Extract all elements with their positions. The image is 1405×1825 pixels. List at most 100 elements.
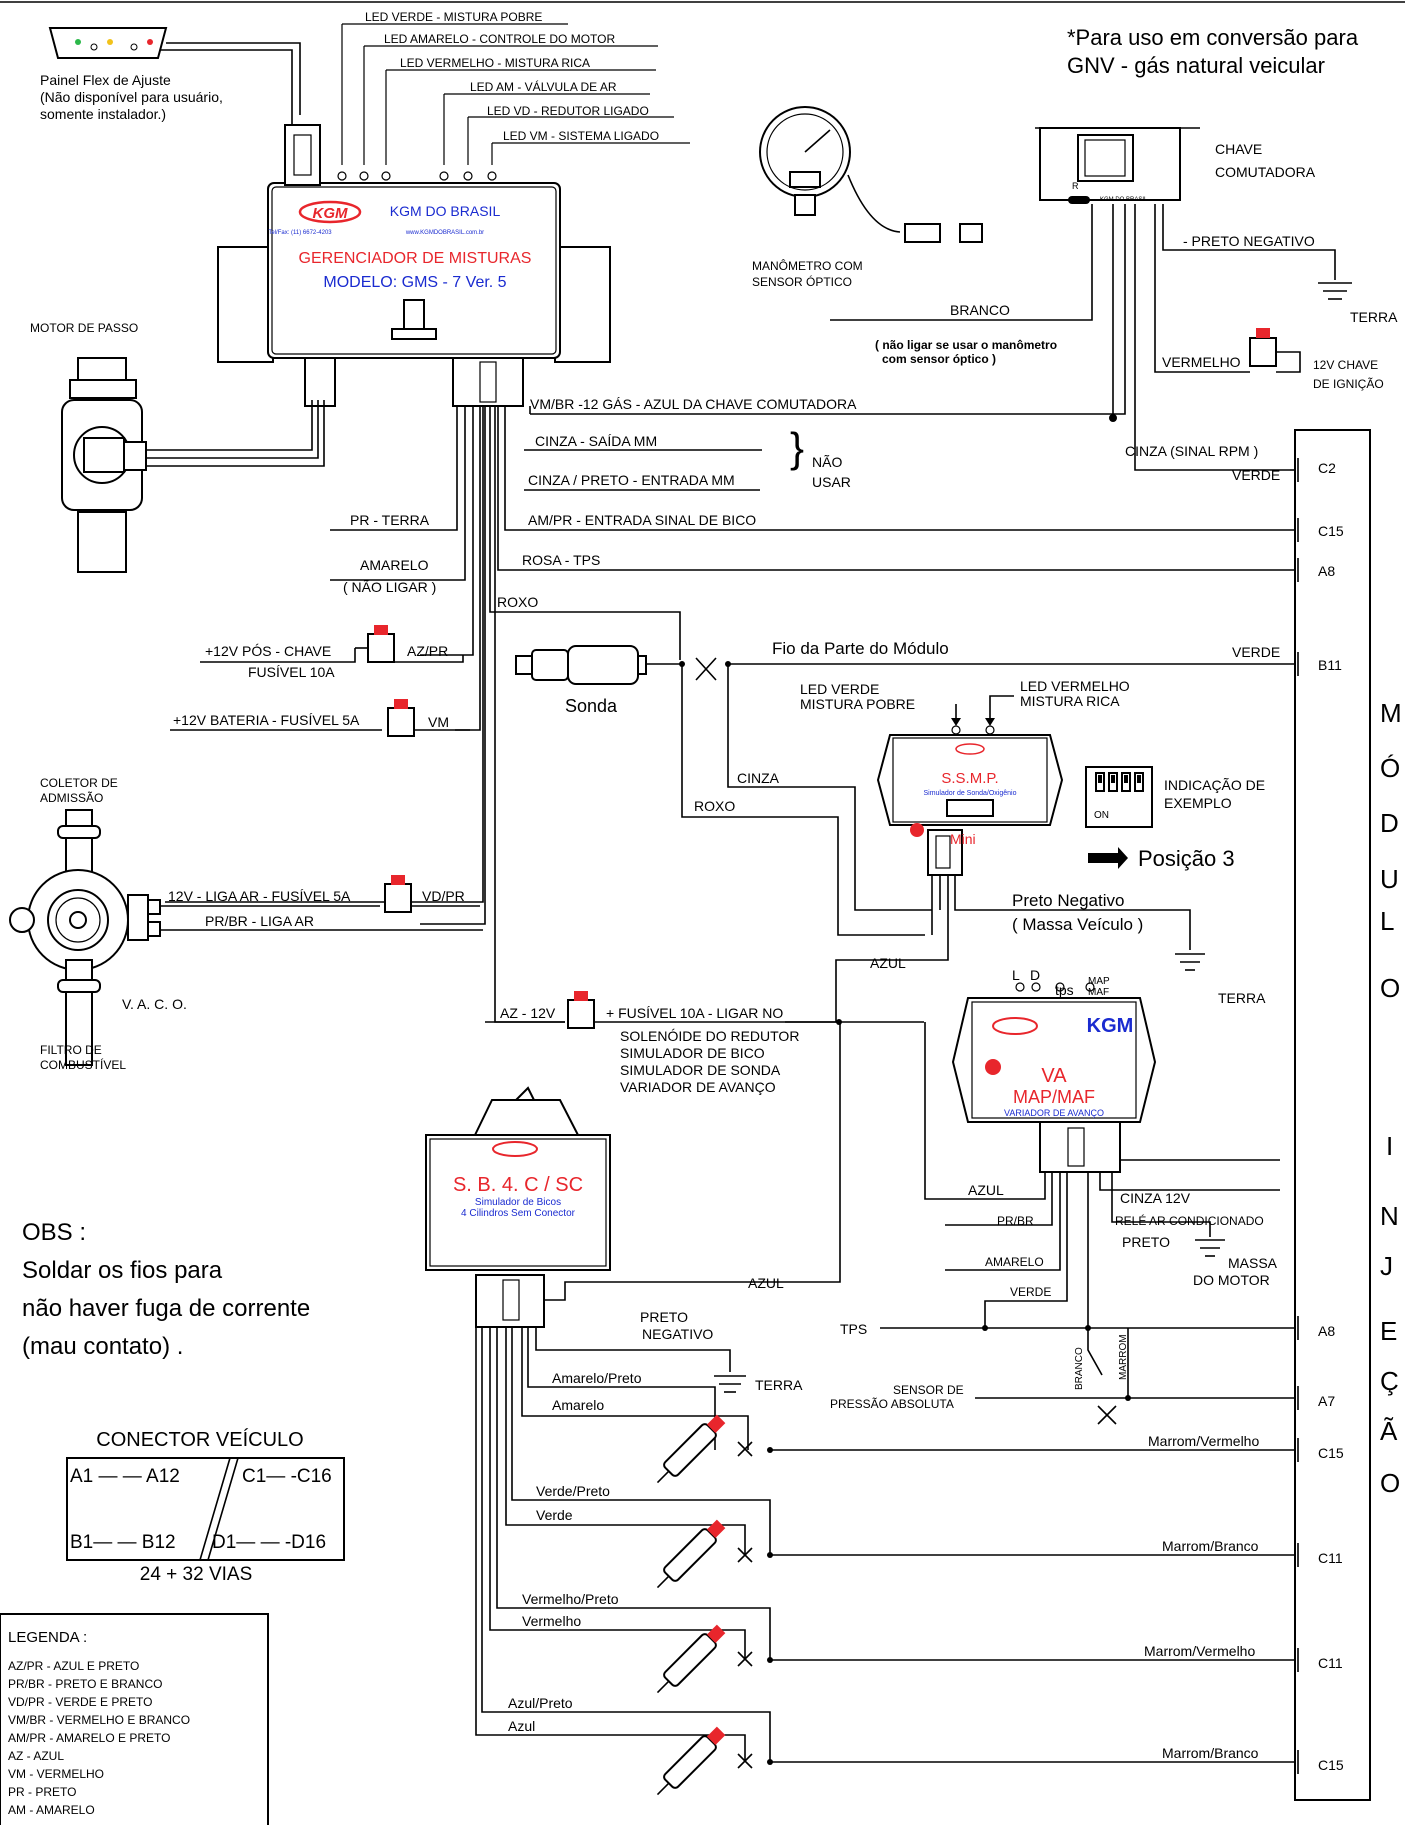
va-rele: RELÉ AR CONDICIONADO xyxy=(1115,1213,1264,1228)
inj1-a: Amarelo/Preto xyxy=(552,1370,642,1386)
inj1-pin: C15 xyxy=(1318,1445,1344,1461)
gms-title: GERENCIADOR DE MISTURAS xyxy=(299,250,532,267)
svg-text:M: M xyxy=(1380,698,1402,728)
va-azul: AZUL xyxy=(968,1182,1004,1198)
wire-cinza-entrada: CINZA / PRETO - ENTRADA MM xyxy=(528,472,735,488)
note-line1: *Para uso em conversão para xyxy=(1067,25,1359,50)
manometro-line1: MANÔMETRO COM xyxy=(752,258,863,273)
inj4-b: Azul xyxy=(508,1718,535,1734)
panel-title: Painel Flex de Ajuste xyxy=(40,72,171,88)
sb4-ground xyxy=(535,1327,746,1393)
svg-text:L: L xyxy=(1380,906,1394,936)
wire-fio-modulo: Fio da Parte do Módulo xyxy=(772,639,949,658)
wire-az12: AZ - 12V xyxy=(500,1005,556,1021)
ssmp-module xyxy=(876,695,1064,876)
conector-r2a: B1— — B12 xyxy=(70,1532,176,1553)
panel-flex xyxy=(48,27,301,125)
ssmp-led-verm1: LED VERMELHO xyxy=(1020,678,1130,694)
injector-icon xyxy=(656,1726,726,1796)
panel-sub2: somente instalador.) xyxy=(40,106,166,122)
wire-vm: VM xyxy=(428,714,449,730)
sonda-label: Sonda xyxy=(565,696,618,716)
sb4-preto1: PRETO xyxy=(640,1309,688,1325)
legenda-item: AZ/PR - AZUL E PRETO xyxy=(8,1659,139,1673)
va-preto: PRETO xyxy=(1122,1234,1170,1250)
fuse-az12 xyxy=(485,991,924,1029)
injector-icon xyxy=(656,1519,726,1589)
gms-module xyxy=(217,124,611,407)
sb4-terra: TERRA xyxy=(755,1377,803,1393)
va-sub2: VARIADOR DE AVANÇO xyxy=(1004,1108,1104,1118)
wire-nao: NÃO xyxy=(812,454,842,470)
coletor-f2: COMBUSTÍVEL xyxy=(40,1057,126,1072)
modulo-letters: M Ó D U L O I N J E Ç Ã O xyxy=(1380,698,1402,1498)
va-brand: KGM xyxy=(1087,1015,1134,1037)
chave-preto: - PRETO NEGATIVO xyxy=(1183,233,1315,249)
va-sub1: MAP/MAF xyxy=(1013,1087,1095,1107)
wire-sol1: SOLENÓIDE DO REDUTOR xyxy=(620,1028,799,1044)
modulo-injecao xyxy=(1294,429,1371,1801)
arrow-right-icon xyxy=(1088,847,1128,869)
va-l: L xyxy=(1012,967,1020,983)
inj1-b: Amarelo xyxy=(552,1397,604,1413)
va-name: VA xyxy=(1041,1065,1067,1087)
svg-text:Ç: Ç xyxy=(1380,1366,1399,1396)
inj3-b: Vermelho xyxy=(522,1613,581,1629)
ssmp-preto2: ( Massa Veículo ) xyxy=(1012,915,1143,934)
va-branco: BRANCO xyxy=(1074,1347,1085,1390)
va-tps: tps xyxy=(1055,982,1074,998)
svg-text:O: O xyxy=(1380,1468,1400,1498)
wire-bateria: +12V BATERIA - FUSÍVEL 5A xyxy=(173,712,360,728)
obs-l2: Soldar os fios para xyxy=(22,1257,223,1284)
wire-fus10b: + FUSÍVEL 10A - LIGAR NO xyxy=(606,1005,783,1021)
conector-vias: 24 + 32 VIAS xyxy=(140,1564,253,1585)
manometro xyxy=(759,106,983,243)
wire-verde: VERDE xyxy=(1232,467,1280,483)
conector-r2b: D1— — -D16 xyxy=(212,1532,326,1553)
legenda-box xyxy=(0,1613,269,1825)
pin-c2: C2 xyxy=(1318,460,1336,476)
vaco-valve xyxy=(9,809,483,1066)
ssmp-mini: Mini xyxy=(950,831,976,847)
pin-b11: B11 xyxy=(1318,657,1342,673)
fuse-pos-chave xyxy=(200,625,464,663)
inj2-out: Marrom/Branco xyxy=(1162,1538,1259,1554)
ssmp-preto1: Preto Negativo xyxy=(1012,891,1124,910)
obs-l3: não haver fuga de corrente xyxy=(22,1295,310,1322)
pin-ticks-top xyxy=(1290,458,1299,676)
va-massa1: MASSA xyxy=(1228,1255,1278,1271)
pin-a8b: A8 xyxy=(1318,1323,1335,1339)
motor-passo xyxy=(61,357,325,573)
va-marrom: MARROM xyxy=(1118,1334,1129,1380)
chave-terra: TERRA xyxy=(1350,309,1398,325)
obs-l1: OBS : xyxy=(22,1219,86,1246)
wire-sol2: SIMULADOR DE BICO xyxy=(620,1045,765,1061)
led-leads xyxy=(337,23,690,181)
pin-a8: A8 xyxy=(1318,563,1335,579)
chave-wires xyxy=(530,204,1352,471)
sonda xyxy=(515,645,1295,936)
brace-icon: } xyxy=(790,424,804,471)
note-line2: GNV - gás natural veicular xyxy=(1067,53,1325,78)
ssmp-ind2: EXEMPLO xyxy=(1164,795,1232,811)
sb4-azul: AZUL xyxy=(748,1275,784,1291)
sb4-sub2: 4 Cilindros Sem Conector xyxy=(461,1208,576,1219)
inj2-pin: C11 xyxy=(1318,1550,1343,1566)
wire-roxo2: ROXO xyxy=(694,798,735,814)
led-yellow-icon xyxy=(107,39,113,45)
va-cinza12: CINZA 12V xyxy=(1120,1190,1191,1206)
ssmp-wires xyxy=(785,875,1205,1023)
wire-vmbr: VM/BR -12 GÁS - AZUL DA CHAVE COMUTADORA xyxy=(530,396,857,412)
sb4-name: S. B. 4. C / SC xyxy=(453,1174,583,1196)
conector-r1b: C1— -C16 xyxy=(242,1466,332,1487)
chave-label: KGM DO BRASIL xyxy=(1100,197,1148,203)
wire-ampr: AM/PR - ENTRADA SINAL DE BICO xyxy=(528,512,756,528)
conector-box xyxy=(66,1457,345,1561)
svg-text:I: I xyxy=(1386,1131,1393,1161)
inj3-pin: C11 xyxy=(1318,1655,1343,1671)
wire-prterra: PR - TERRA xyxy=(350,512,430,528)
ssmp-led-verde1: LED VERDE xyxy=(800,681,879,697)
panel-sub1: (Não disponível para usuário, xyxy=(40,89,223,105)
inj1-out: Marrom/Vermelho xyxy=(1148,1433,1259,1449)
